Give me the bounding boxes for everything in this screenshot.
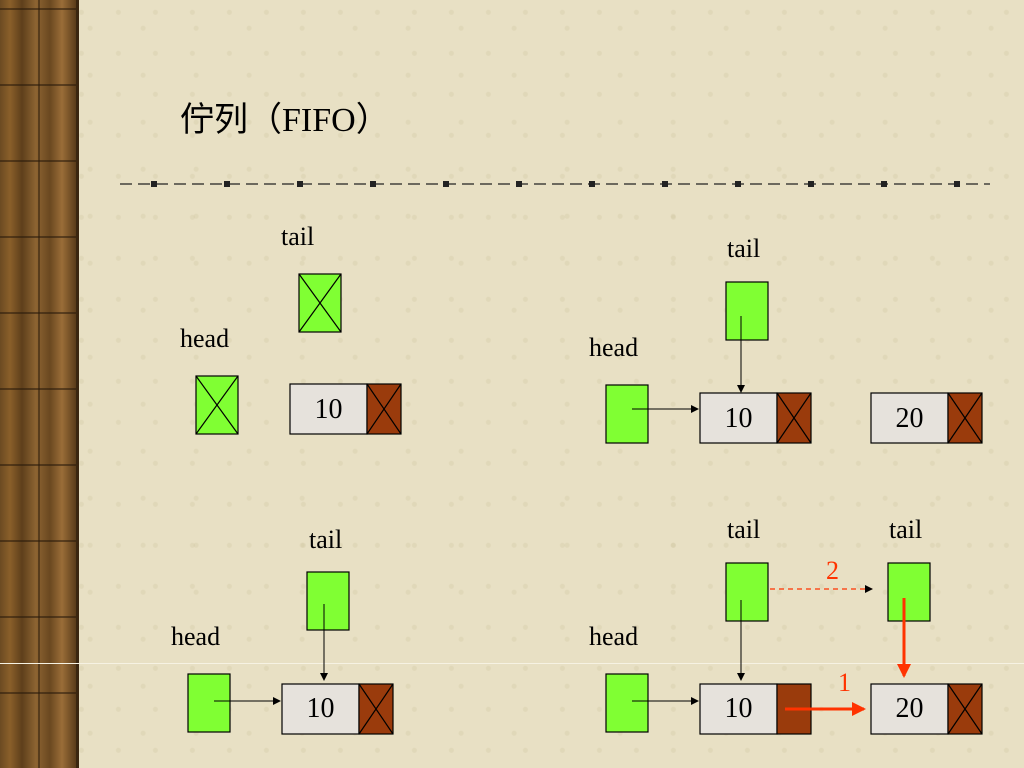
panel-empty-queue <box>195 273 402 435</box>
tail-label: tail <box>727 234 761 263</box>
node-10 <box>281 683 394 735</box>
node-value-10: 10 <box>724 693 753 724</box>
tail-label-old: tail <box>727 515 761 544</box>
panel-enqueue-start <box>605 281 983 444</box>
tail-pointer-old <box>725 562 769 622</box>
tail-pointer-null <box>298 273 342 333</box>
slide-title: 佇列（FIFO） <box>180 102 390 139</box>
tail-pointer <box>725 281 769 341</box>
tail-label-new: tail <box>889 515 923 544</box>
node-value-10: 10 <box>724 403 753 434</box>
head-pointer <box>605 384 649 444</box>
tail-pointer-new <box>887 562 931 622</box>
tail-pointer <box>306 571 350 631</box>
panel-one-node <box>187 571 394 735</box>
node-value-20: 20 <box>895 693 924 724</box>
wood-sidebar-edge <box>76 0 79 768</box>
title-divider <box>120 181 990 187</box>
tail-label: tail <box>281 222 315 251</box>
head-pointer <box>187 673 231 733</box>
head-label: head <box>589 622 639 651</box>
node-20 <box>870 683 983 735</box>
head-label: head <box>171 622 221 651</box>
panel-enqueue-linked <box>605 562 983 735</box>
wood-sidebar <box>0 0 76 768</box>
head-pointer-null <box>195 375 239 435</box>
node-10-new <box>289 383 402 435</box>
head-label: head <box>180 324 230 353</box>
background-rule <box>0 663 1024 664</box>
node-value-20: 20 <box>895 403 924 434</box>
node-20-new <box>870 392 983 444</box>
head-label: head <box>589 333 639 362</box>
step-two-label: 2 <box>826 556 839 585</box>
step-one-label: 1 <box>838 668 851 697</box>
node-value-10: 10 <box>314 394 343 425</box>
node-10 <box>699 392 812 444</box>
head-pointer <box>605 673 649 733</box>
node-value-10: 10 <box>306 693 335 724</box>
tail-label: tail <box>309 525 343 554</box>
